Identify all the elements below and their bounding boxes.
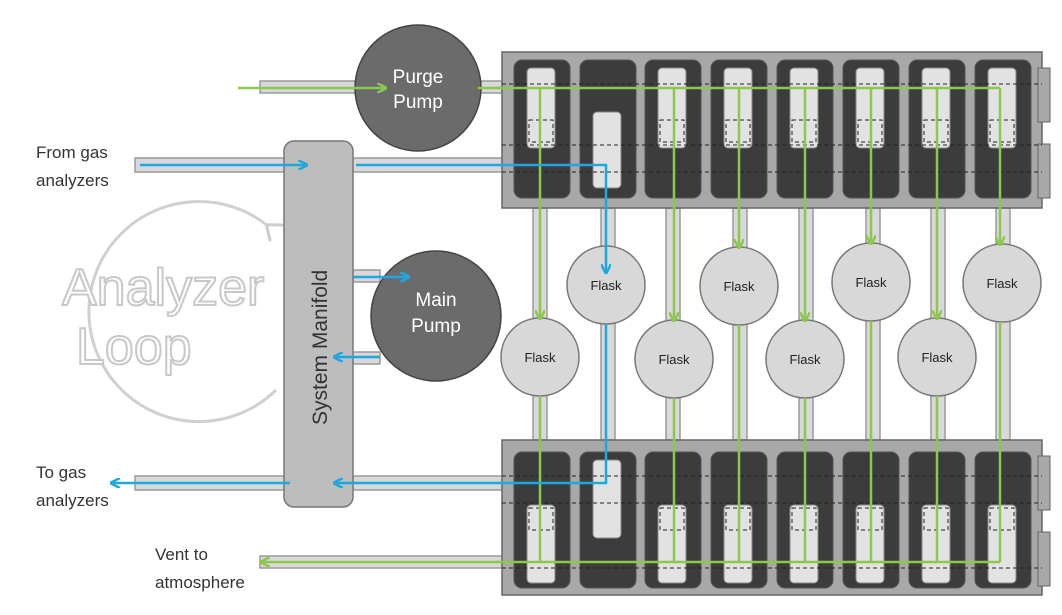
vent-to-atmosphere-line2: atmosphere — [155, 573, 245, 592]
flask-label: Flask — [590, 278, 622, 293]
system-manifold: System Manifold — [283, 140, 354, 508]
flask: Flask — [765, 319, 845, 399]
main-pump-line2: Pump — [411, 316, 461, 337]
purge-pump-line2: Pump — [393, 92, 443, 113]
flask-label: Flask — [855, 275, 887, 290]
flask-label: Flask — [986, 276, 1018, 291]
analyzer-flow-lines — [112, 165, 606, 483]
flask-label: Flask — [789, 352, 821, 367]
system-manifold-label: System Manifold — [309, 270, 332, 425]
from-gas-analyzers-line1: From gas — [36, 143, 108, 162]
main-pump: Main Pump — [370, 250, 502, 382]
flask-label: Flask — [723, 279, 755, 294]
from-gas-analyzers-line2: analyzers — [36, 171, 109, 190]
purge-flow-lines — [238, 88, 1000, 562]
lower-valve-rack — [501, 439, 1051, 596]
to-gas-analyzers-line1: To gas — [36, 463, 86, 482]
purge-pump-line1: Purge — [393, 67, 444, 88]
vent-to-atmosphere-line1: Vent to — [155, 545, 208, 564]
flask: Flask — [897, 317, 977, 397]
flask: Flask — [962, 243, 1042, 323]
purge-pump: Purge Pump — [354, 24, 482, 152]
flask: Flask — [500, 317, 580, 397]
analyzer-loop-line2: Loop — [76, 318, 192, 376]
main-pump-line1: Main — [415, 290, 456, 311]
flask-label: Flask — [524, 350, 556, 365]
flask-label: Flask — [658, 352, 690, 367]
analyzer-loop-line1: Analyzer — [62, 259, 264, 317]
analyzer-loop: Analyzer Loop — [61, 200, 276, 424]
flask: Flask — [634, 319, 714, 399]
upper-valve-rack — [501, 51, 1051, 209]
flask: Flask — [699, 246, 779, 326]
flask: Flask — [831, 242, 911, 322]
flask-label: Flask — [921, 350, 953, 365]
flasks: Flask Flask Flask Flask Flask Flask Flas… — [500, 242, 1042, 399]
io-labels: From gas analyzers To gas analyzers Vent… — [36, 143, 245, 592]
to-gas-analyzers-line2: analyzers — [36, 491, 109, 510]
